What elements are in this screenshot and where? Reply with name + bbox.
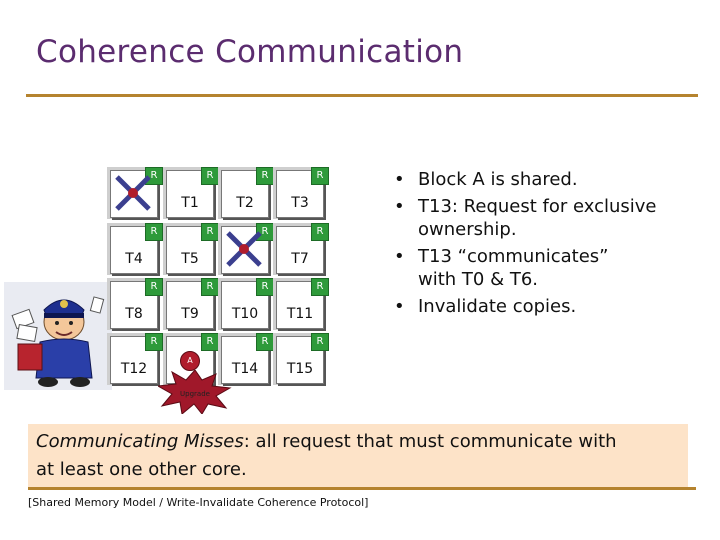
tile-label: T14 <box>231 361 259 377</box>
callout-text-line1: : all request that must communicate with <box>243 431 617 452</box>
invalidated-copy-dot <box>239 244 249 254</box>
invalidate-cross-icon <box>115 175 151 211</box>
bullet-line: T13: Request for exclusive <box>418 196 657 217</box>
tile-label: T2 <box>236 195 254 211</box>
read-state-badge: R <box>145 167 163 185</box>
tile-label: T7 <box>291 251 309 267</box>
core-tile: R T12 <box>110 333 163 384</box>
footnote: [Shared Memory Model / Write-Invalidate … <box>28 496 369 509</box>
read-state-badge: R <box>201 223 219 241</box>
bullet-dot-icon: • <box>394 246 405 267</box>
bullet-list: • Block A is shared. • T13: Request for exc… <box>392 168 702 322</box>
read-state-badge: R <box>256 167 274 185</box>
tile-label: T15 <box>286 361 314 377</box>
read-state-badge: R <box>201 278 219 296</box>
mailman-illustration <box>4 282 112 390</box>
read-state-badge: R <box>201 333 219 351</box>
tile-label: T10 <box>231 306 259 322</box>
tile-label: T4 <box>125 251 143 267</box>
title-divider <box>26 94 698 97</box>
tile-label: T5 <box>181 251 199 267</box>
core-tile: R T11 <box>276 278 329 329</box>
tile-label: T12 <box>120 361 148 377</box>
bullet-dot-icon: • <box>394 196 405 217</box>
read-state-badge: R <box>256 223 274 241</box>
bullet-item: • Invalidate copies. <box>392 295 702 318</box>
read-state-badge: R <box>256 333 274 351</box>
bullet-line: Block A is shared. <box>418 169 578 190</box>
bullet-line: ownership. <box>418 219 517 240</box>
read-state-badge: R <box>145 333 163 351</box>
tile-label: T9 <box>181 306 199 322</box>
read-state-badge: R <box>311 278 329 296</box>
callout-term: Communicating Misses <box>36 431 244 452</box>
read-state-badge: R <box>311 167 329 185</box>
requester-marker: A <box>180 351 200 371</box>
bullet-dot-icon: • <box>394 169 405 190</box>
bullet-dot-icon: • <box>394 296 405 317</box>
core-tile: R <box>110 167 163 218</box>
bullet-line: T13 “communicates” <box>418 246 609 267</box>
callout-box: Communicating Misses: all request that m… <box>28 424 688 488</box>
read-state-badge: R <box>256 278 274 296</box>
bullet-item: • T13 “communicates”with T0 & T6. <box>392 245 702 291</box>
callout-text-line2: at least one other core. <box>36 459 247 480</box>
upgrade-burst-shape <box>158 370 232 414</box>
tile-label: T1 <box>181 195 199 211</box>
tile-label: T3 <box>291 195 309 211</box>
invalidated-copy-dot <box>128 188 138 198</box>
upgrade-label: Upgrade <box>180 390 210 398</box>
read-state-badge: R <box>201 167 219 185</box>
read-state-badge: R <box>311 223 329 241</box>
invalidate-cross-icon <box>226 231 262 267</box>
tile-label: T8 <box>125 306 143 322</box>
bullet-item: • Block A is shared. <box>392 168 702 191</box>
read-state-badge: R <box>145 278 163 296</box>
read-state-badge: R <box>145 223 163 241</box>
bullet-line: with T0 & T6. <box>418 269 539 290</box>
tile-label: T11 <box>286 306 314 322</box>
core-tile: R <box>221 223 274 274</box>
read-state-badge: R <box>311 333 329 351</box>
core-tile: R T15 <box>276 333 329 384</box>
bullet-line: Invalidate copies. <box>418 296 577 317</box>
core-tile: R T10 <box>221 278 274 329</box>
upgrade-burst: Upgrade <box>158 370 232 414</box>
slide-title: Coherence Communication <box>36 34 464 70</box>
bottom-divider <box>28 487 696 490</box>
core-tile: R T14 <box>221 333 274 384</box>
